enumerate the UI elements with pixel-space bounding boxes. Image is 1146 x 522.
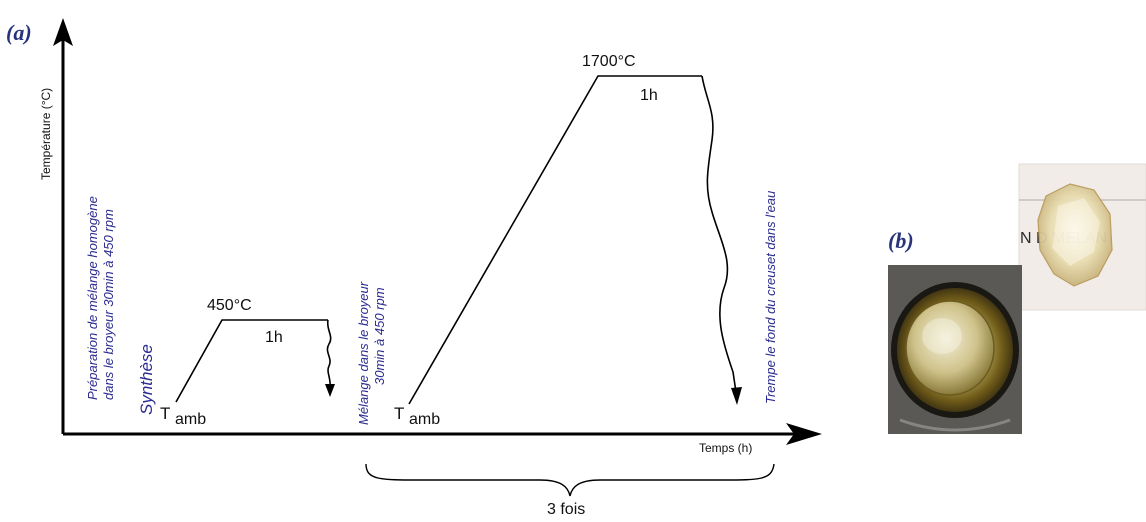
y-axis-label: Température (°C) [39, 88, 53, 180]
x-axis-arrowhead [786, 423, 822, 445]
crystal-photo: N D MÉLAN [1018, 163, 1146, 311]
panel-label-b: (b) [888, 228, 914, 253]
step1-line1: Préparation de mélange homogène [85, 196, 100, 400]
repeat-label: 3 fois [547, 501, 585, 518]
cycle1-start-sub: amb [175, 411, 206, 428]
cycle2-duration: 1h [640, 87, 658, 104]
cycle2-quench-arrowhead [731, 387, 742, 405]
cycle1-profile [175, 319, 328, 403]
crucible-photo [888, 265, 1022, 434]
cycle1-quench-arrowhead [325, 384, 335, 397]
x-axis-label: Temps (h) [699, 441, 752, 455]
glass-disc [905, 300, 995, 396]
y-axis-arrowhead [53, 18, 73, 46]
cycle1-temp-label: 450°C [207, 297, 252, 314]
cycle1-start-label: T [160, 404, 170, 423]
crystal-shape [1037, 183, 1113, 287]
cycle2-temp-label: 1700°C [582, 53, 636, 70]
cycle2-start-sub: amb [409, 411, 440, 428]
cycle1-quench [326, 319, 332, 392]
cycle1-duration: 1h [265, 329, 283, 346]
synthese-label: Synthèse [137, 344, 156, 415]
repeat-brace [365, 463, 775, 497]
step1-line2: dans le broyeur 30min à 450 rpm [101, 209, 116, 400]
cycle2-profile [408, 75, 702, 405]
cycle2-start-label: T [394, 404, 404, 423]
step2-line1: Mélange dans le broyeur [356, 281, 371, 425]
panel-label-a: (a) [6, 20, 32, 45]
trempe-label: Trempe le fond du creuset dans l'eau [763, 191, 778, 404]
step2-line2: 30min à 450 rpm [372, 287, 387, 385]
axes [53, 18, 822, 445]
cycle2-quench [701, 75, 737, 393]
